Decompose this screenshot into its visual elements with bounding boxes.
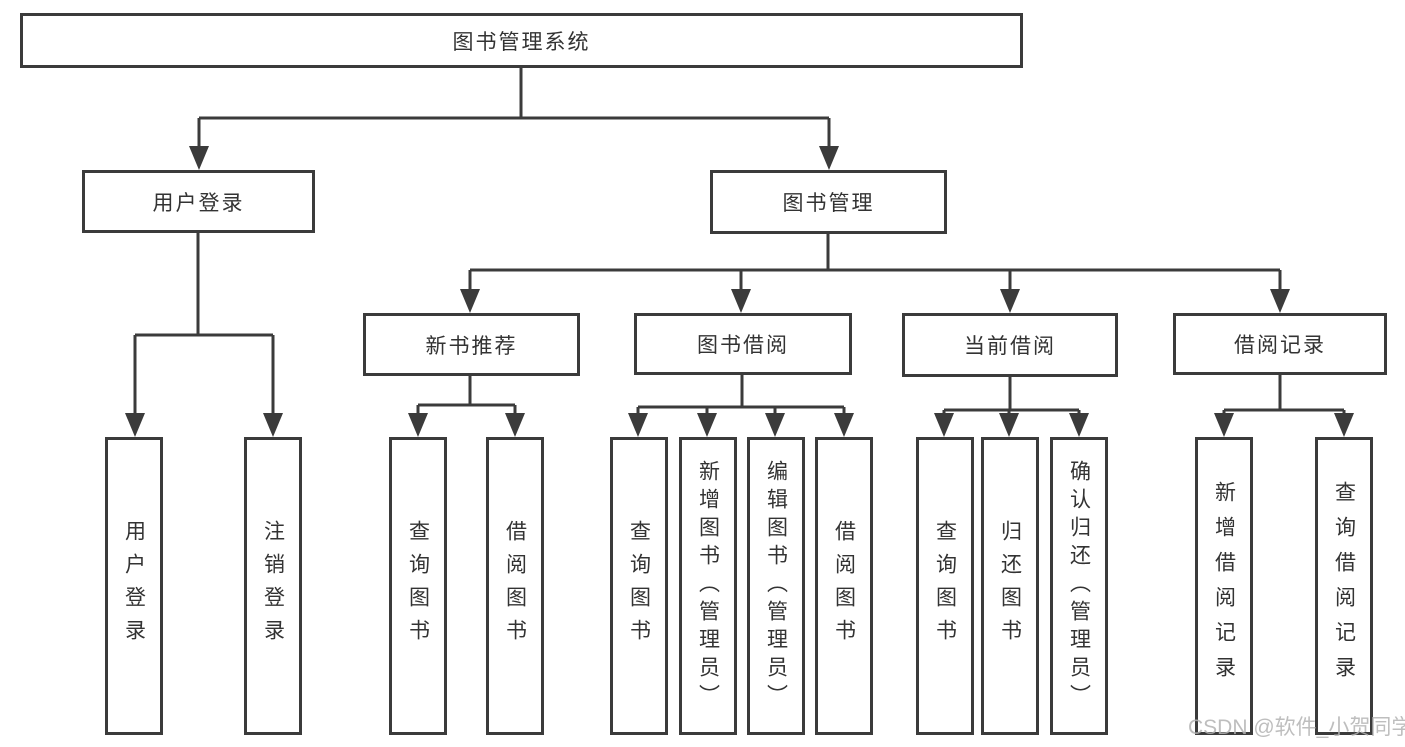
leaf-add-books-admin: 新增图书（管理员） <box>679 437 737 735</box>
node-book-borrowing: 图书借阅 <box>634 313 852 375</box>
node-book-borrowing-label: 图书借阅 <box>697 334 789 357</box>
leaf-query-books-3: 查询图书 <box>916 437 974 735</box>
leaf-logout: 注销登录 <box>244 437 302 735</box>
leaf-return-books: 归还图书 <box>981 437 1039 735</box>
leaf-add-books-admin-label: 新增图书（管理员） <box>696 460 720 712</box>
leaf-confirm-return-admin-label: 确认归还（管理员） <box>1067 460 1091 712</box>
leaf-logout-label: 注销登录 <box>261 520 285 652</box>
node-current-borrowing-label: 当前借阅 <box>964 335 1056 358</box>
node-book-management-label: 图书管理 <box>782 192 875 215</box>
node-new-book-recommendation: 新书推荐 <box>363 313 580 376</box>
leaf-borrow-books-2: 借阅图书 <box>815 437 873 735</box>
leaf-borrow-books-1-label: 借阅图书 <box>503 520 527 652</box>
leaf-return-books-label: 归还图书 <box>998 520 1022 652</box>
leaf-query-books-1-label: 查询图书 <box>406 520 430 652</box>
node-user-login-label: 用户登录 <box>152 191 245 215</box>
node-user-login: 用户登录 <box>82 170 315 233</box>
leaf-query-books-1: 查询图书 <box>389 437 447 735</box>
leaf-borrow-books-1: 借阅图书 <box>486 437 544 735</box>
leaf-user-login-label: 用户登录 <box>122 520 146 652</box>
leaf-user-login: 用户登录 <box>105 437 163 735</box>
leaf-query-books-2: 查询图书 <box>610 437 668 735</box>
node-library-management-system: 图书管理系统 <box>20 13 1023 68</box>
leaf-query-books-2-label: 查询图书 <box>627 520 651 652</box>
node-borrowing-records: 借阅记录 <box>1173 313 1387 375</box>
leaf-query-books-3-label: 查询图书 <box>933 520 957 652</box>
leaf-edit-books-admin: 编辑图书（管理员） <box>747 437 805 735</box>
csdn-watermark: CSDN @软件_小贺同学 <box>1188 716 1405 739</box>
node-library-management-system-label: 图书管理系统 <box>452 30 591 54</box>
leaf-edit-books-admin-label: 编辑图书（管理员） <box>764 460 788 712</box>
node-current-borrowing: 当前借阅 <box>902 313 1118 377</box>
leaf-add-borrow-record-label: 新增借阅记录 <box>1212 481 1236 691</box>
leaf-confirm-return-admin: 确认归还（管理员） <box>1050 437 1108 735</box>
arrowheads <box>125 146 1354 437</box>
node-borrowing-records-label: 借阅记录 <box>1234 334 1326 357</box>
leaf-query-borrow-record-label: 查询借阅记录 <box>1332 481 1356 691</box>
leaf-query-borrow-record: 查询借阅记录 <box>1315 437 1373 735</box>
node-new-book-recommendation-label: 新书推荐 <box>425 334 518 358</box>
leaf-add-borrow-record: 新增借阅记录 <box>1195 437 1253 735</box>
leaf-borrow-books-2-label: 借阅图书 <box>832 520 856 652</box>
node-book-management: 图书管理 <box>710 170 947 234</box>
